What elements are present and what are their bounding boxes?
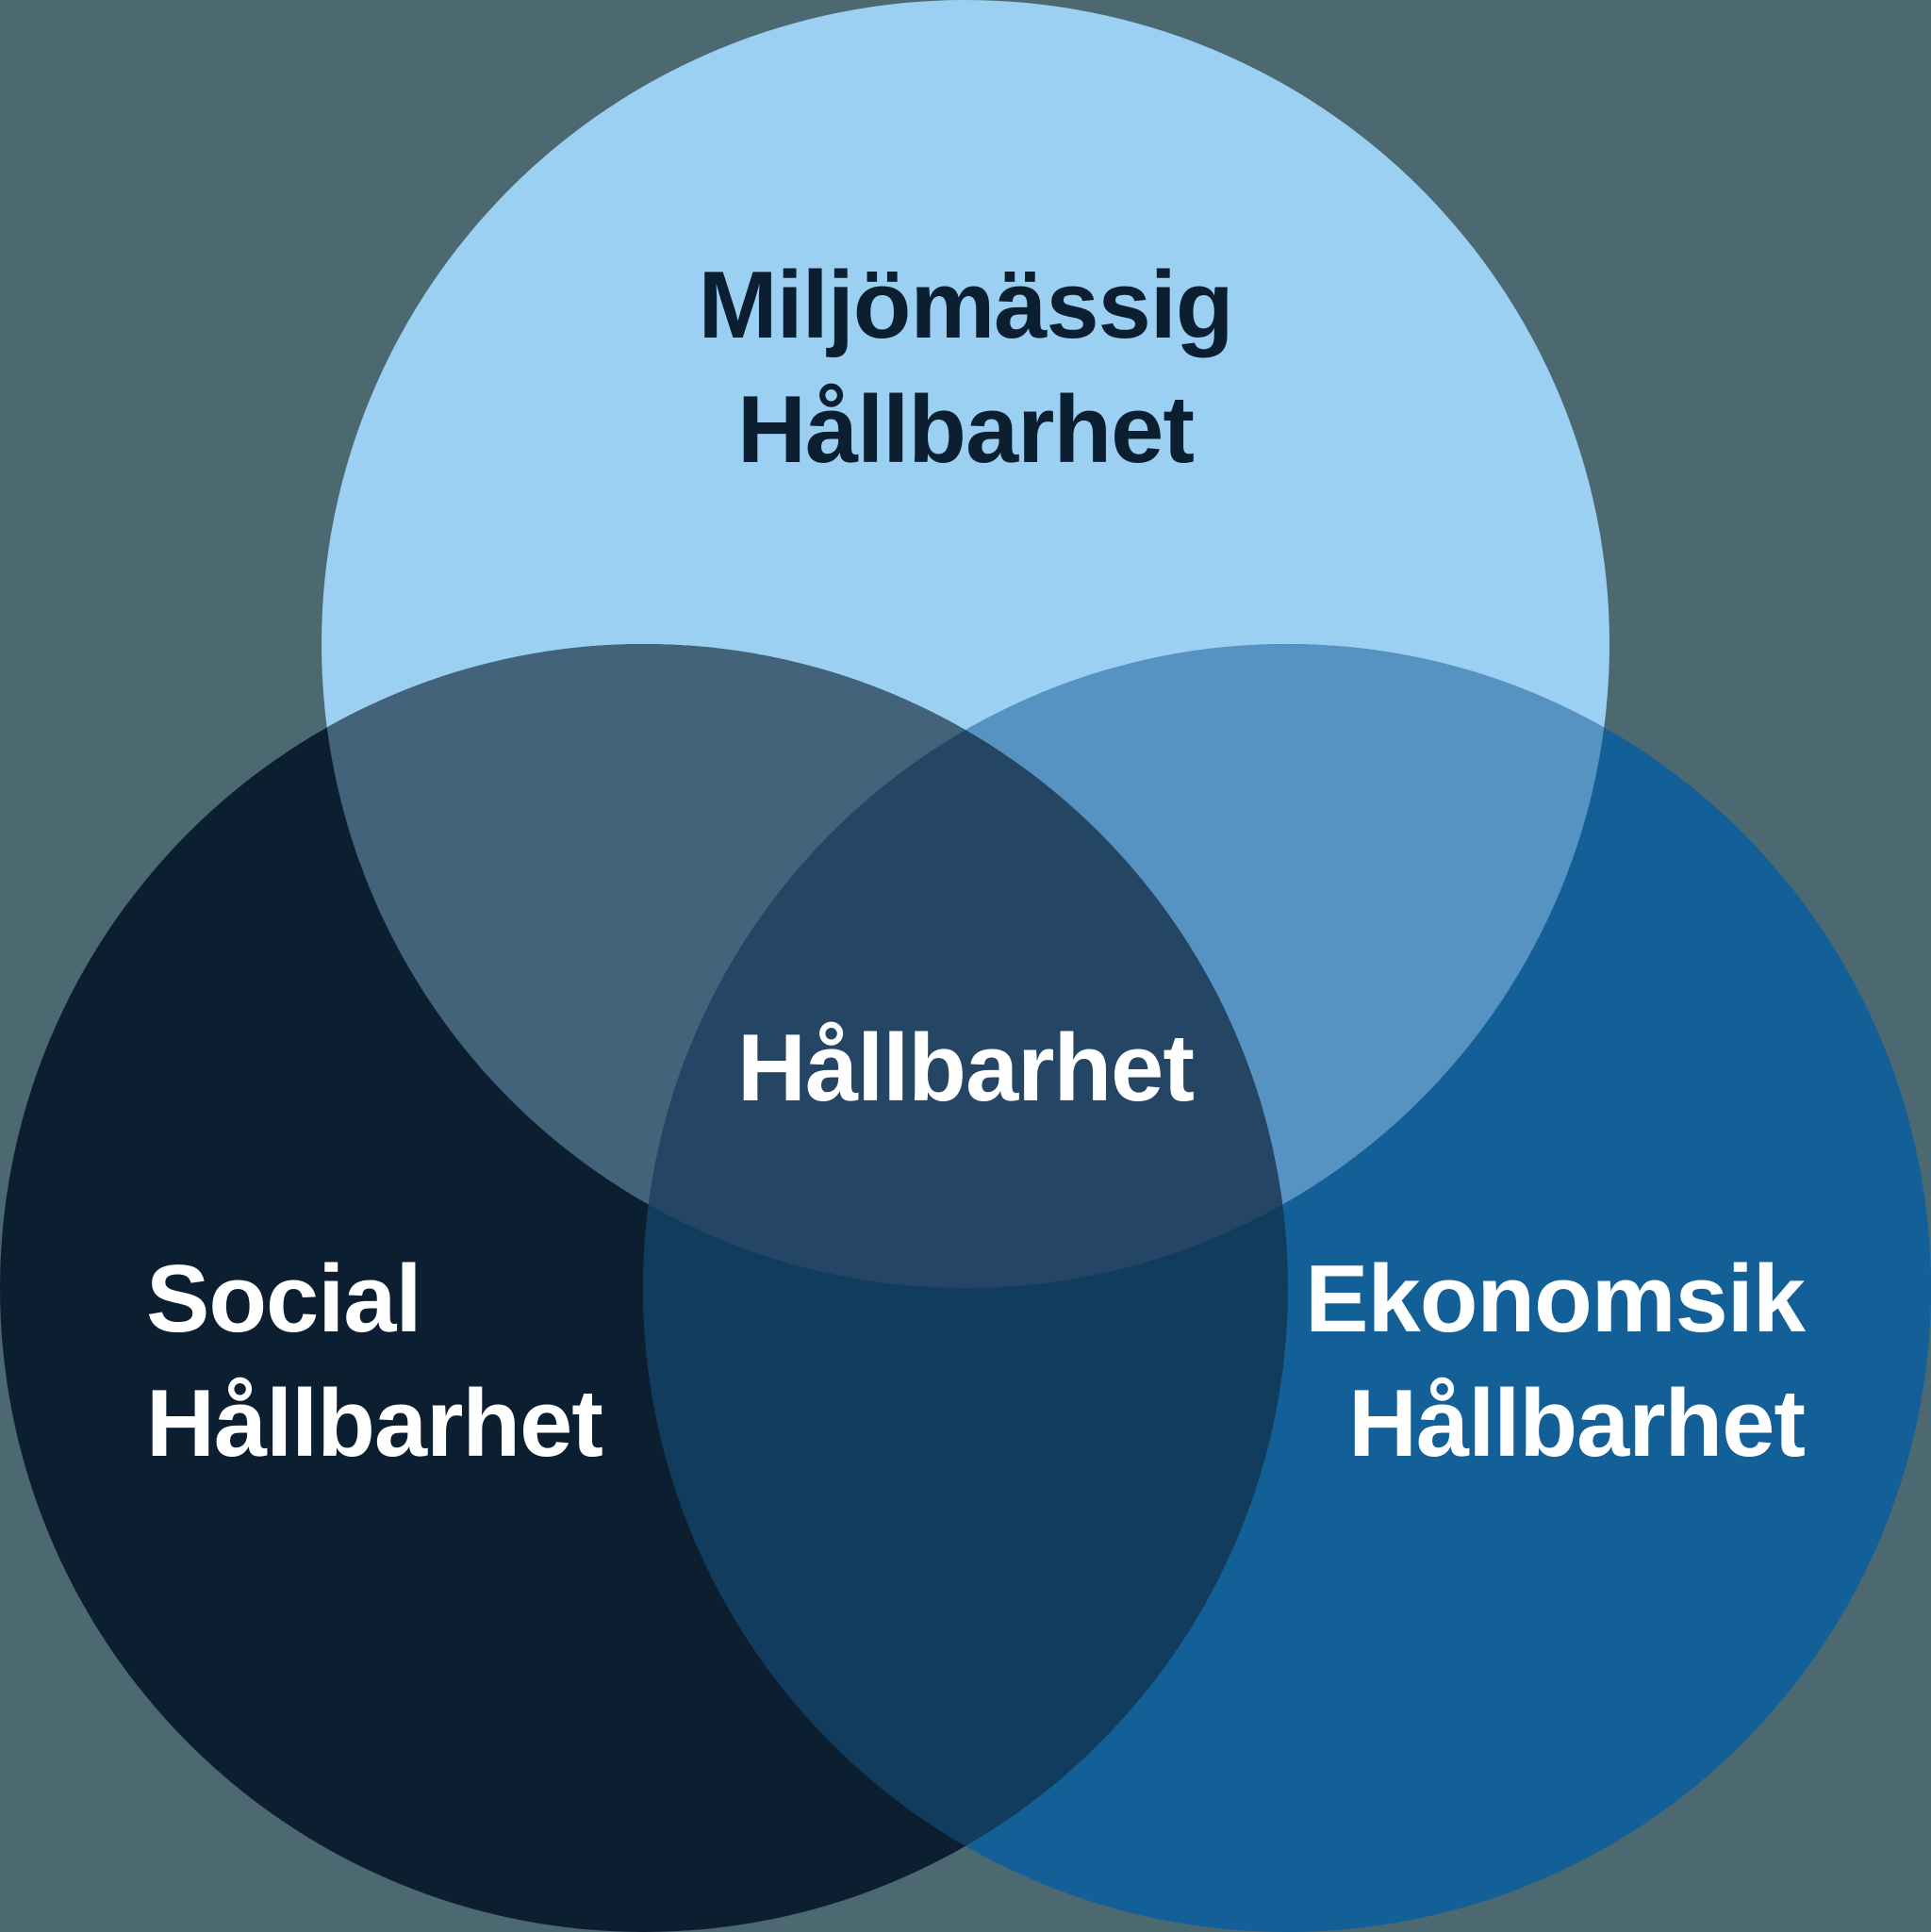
- label-social-line1: Social: [146, 1247, 422, 1352]
- overlap-all-three: [643, 644, 1288, 1288]
- label-social-sustainability: Social Hållbarhet: [146, 1237, 603, 1486]
- label-economic-sustainability: Ekonomsik Hållbarhet: [1305, 1237, 1806, 1486]
- label-sustainability-center: Hållbarhet: [0, 1006, 1931, 1131]
- label-center-text: Hållbarhet: [737, 1016, 1195, 1121]
- label-environmental-line2: Hållbarhet: [737, 377, 1195, 483]
- label-economic-line1: Ekonomsik: [1305, 1247, 1806, 1352]
- label-environmental-line1: Miljömässig: [698, 253, 1233, 358]
- label-social-line2: Hållbarhet: [146, 1371, 603, 1477]
- label-economic-line2: Hållbarhet: [1348, 1371, 1806, 1477]
- label-environmental-sustainability: Miljömässig Hållbarhet: [0, 243, 1931, 492]
